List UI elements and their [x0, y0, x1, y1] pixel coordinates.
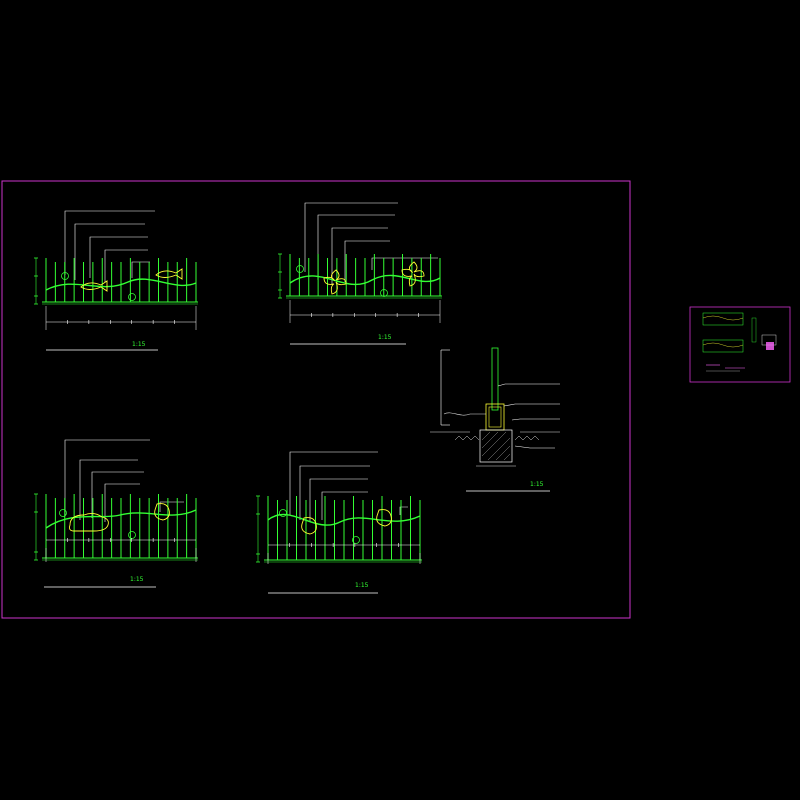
ring-ornament	[296, 265, 304, 273]
wave-rail	[289, 274, 441, 286]
decorative-motif	[323, 269, 347, 295]
decorative-motif	[376, 509, 392, 527]
leader-lines	[497, 383, 560, 449]
concrete-footing	[479, 429, 513, 463]
decorative-motif	[301, 517, 317, 535]
ring-ornament	[380, 289, 388, 297]
section-scale: 1:15	[530, 481, 544, 488]
elevation-2: 1:15	[278, 202, 442, 345]
ring-ornament	[128, 531, 136, 539]
ring-ornament	[128, 293, 136, 301]
ring-ornament	[352, 536, 360, 544]
decorative-motif	[155, 268, 183, 280]
ground-line	[430, 412, 560, 433]
decorative-motif	[154, 503, 170, 521]
decorative-motif	[401, 261, 425, 287]
post-sleeve-inner	[488, 406, 502, 428]
fence-graphic	[256, 495, 422, 564]
leader-lines	[64, 210, 155, 282]
wave-rail	[267, 513, 421, 526]
ring-ornament	[59, 509, 67, 517]
ring-ornament	[61, 272, 69, 280]
leader-lines	[64, 439, 184, 522]
gravel-layer	[454, 435, 540, 467]
fence-graphic	[34, 257, 198, 330]
decorative-motif	[69, 512, 109, 532]
fence-graphic	[34, 493, 198, 562]
elevation-scale: 1:15	[355, 582, 369, 589]
elevation-scale: 1:15	[132, 341, 146, 348]
elevation-3: 1:15	[34, 439, 198, 588]
post-section-detail: 1:15	[430, 347, 560, 492]
ring-ornament	[279, 509, 287, 517]
drawing-thumbnail-icon	[689, 306, 791, 383]
elevation-scale: 1:15	[130, 576, 144, 583]
fence-graphic	[278, 253, 442, 323]
sheet-frame	[1, 180, 631, 619]
footing-hatch	[481, 431, 511, 461]
elevation-4: 1:15	[256, 451, 422, 594]
decorative-motif	[80, 280, 108, 292]
elevation-scale: 1:15	[378, 334, 392, 341]
elevation-1: 1:15	[34, 210, 198, 351]
post-shaft	[491, 347, 499, 411]
wave-rail	[45, 278, 197, 291]
wave-rail	[45, 509, 197, 529]
leader-lines	[289, 451, 408, 522]
leader-lines	[304, 202, 438, 285]
